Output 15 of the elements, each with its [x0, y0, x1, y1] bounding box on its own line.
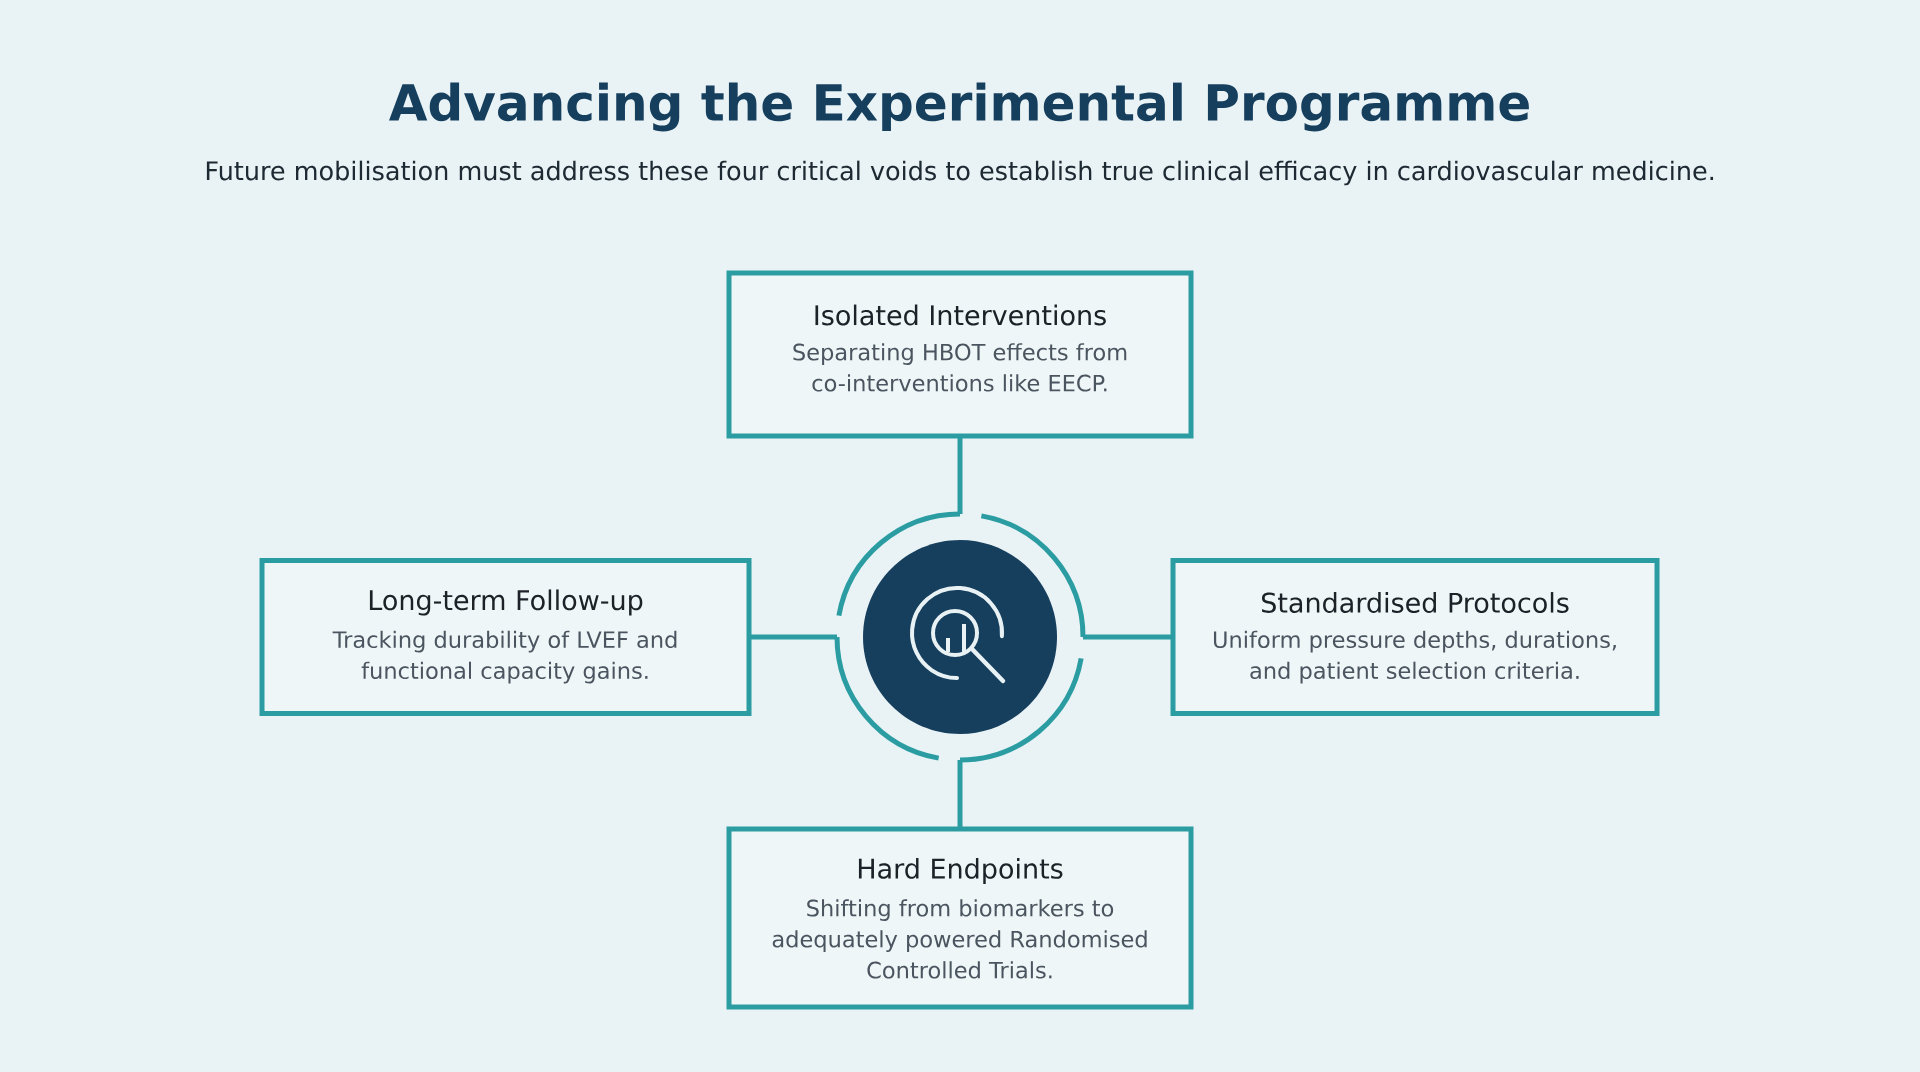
box-description: Uniform pressure depths, durations, and patient selection criteria. — [1213, 630, 1616, 684]
box-heading: Isolated Interventions — [815, 304, 1106, 326]
box-description: Shifting from biomarkers to adequately powered Randomised Controlled Trials. — [772, 899, 1147, 979]
box-heading: Hard Endpoints — [858, 857, 1063, 885]
connector-line — [957, 436, 963, 514]
connector-line — [957, 760, 963, 829]
connector-line — [1083, 634, 1173, 640]
subtitle: Future mobilisation must address these four critical voids to establish true clinical efficacy in cardiovascular medicine. — [206, 160, 1714, 186]
box-description: Separating HBOT effects from co-interventions like EECP. — [793, 343, 1127, 392]
target-circle — [834, 511, 1086, 763]
box-heading: Standardised Protocols — [1262, 592, 1569, 613]
title: Advancing the Experimental Programme — [389, 82, 1529, 132]
box-heading: Long-term Follow-up — [369, 589, 643, 616]
connector-line — [749, 634, 837, 640]
box-description: Tracking durability of LVEF and functional capacity gains. — [332, 630, 677, 684]
